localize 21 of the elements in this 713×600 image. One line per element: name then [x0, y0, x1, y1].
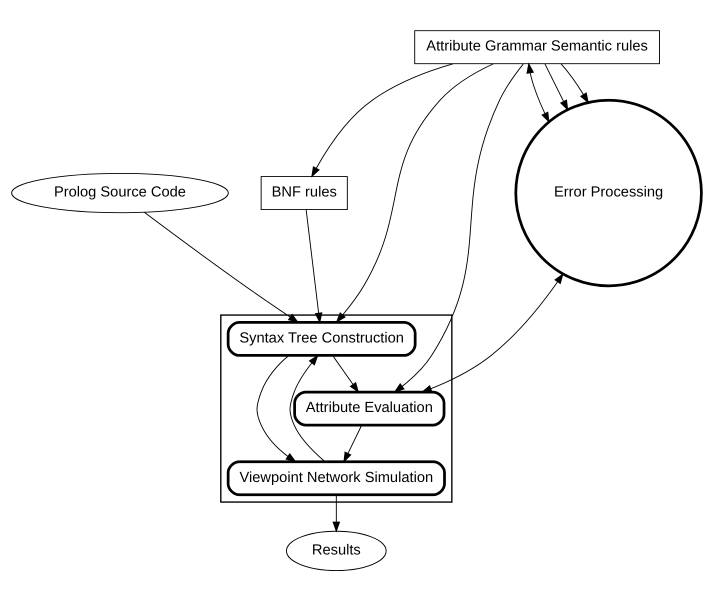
node-ellipse: Results [286, 530, 387, 570]
arrow [306, 208, 322, 324]
node-box: Viewpoint Network Simulation [226, 460, 446, 496]
arrow [420, 272, 564, 392]
arrow [336, 62, 494, 323]
arrow [144, 211, 300, 322]
node-box: BNF rules [260, 176, 348, 210]
node-box: Attribute Evaluation [293, 390, 446, 426]
arrow [560, 62, 589, 104]
node-box: Syntax Tree Construction [226, 320, 417, 356]
arrow [332, 354, 360, 393]
arrow [290, 354, 326, 462]
arrow [343, 424, 362, 462]
arrow [256, 354, 297, 462]
arrow [311, 62, 454, 178]
node-ellipse: Prolog Source Code [11, 172, 229, 213]
arrow [544, 62, 568, 110]
arrow [526, 62, 550, 123]
node-box: Attribute Grammar Semantic rules [414, 30, 660, 64]
arrow [332, 494, 340, 532]
arrow [394, 63, 524, 392]
